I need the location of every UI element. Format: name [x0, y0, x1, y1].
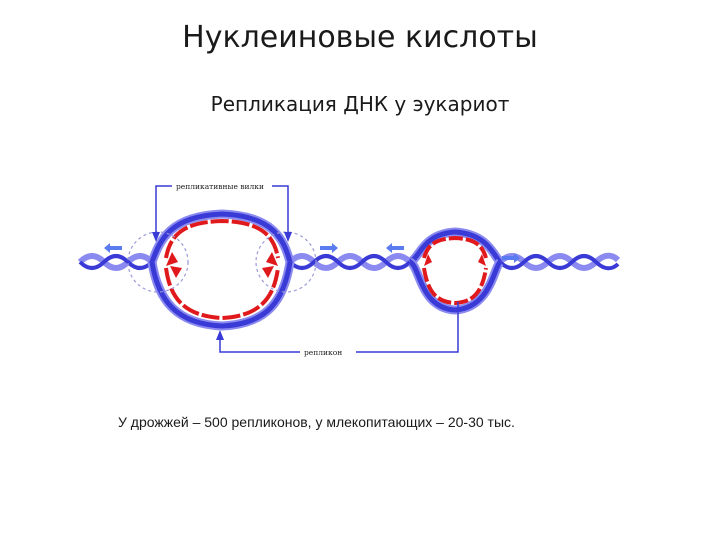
- fork-direction-arrows: [104, 243, 520, 263]
- replication-diagram: репликативные вилки репликон: [77, 180, 621, 358]
- slide-title: Нуклеиновые кислоты: [182, 20, 538, 55]
- bracket-replicon: [216, 302, 459, 358]
- replication-bubble-large: [147, 209, 295, 331]
- arrow-left-icon: [386, 243, 404, 253]
- footer-note: У дрожжей – 500 репликонов, у млекопитаю…: [118, 414, 515, 430]
- dna-helix-middle: [287, 253, 413, 271]
- fork-circle-left: [127, 231, 189, 293]
- slide-subtitle: Репликация ДНК у эукариот: [210, 92, 510, 116]
- arrow-left-icon: [104, 243, 122, 253]
- arrow-right-icon: [502, 253, 520, 263]
- arrow-right-icon: [320, 243, 338, 253]
- replication-bubble-small: [407, 227, 504, 315]
- dna-helix-left: [77, 253, 155, 271]
- label-replication-forks: репликативные вилки: [176, 182, 264, 191]
- fork-circle-right: [255, 231, 317, 293]
- dna-helix-right: [497, 252, 621, 271]
- label-replicon: репликон: [304, 348, 342, 357]
- bracket-replication-forks: [152, 180, 292, 242]
